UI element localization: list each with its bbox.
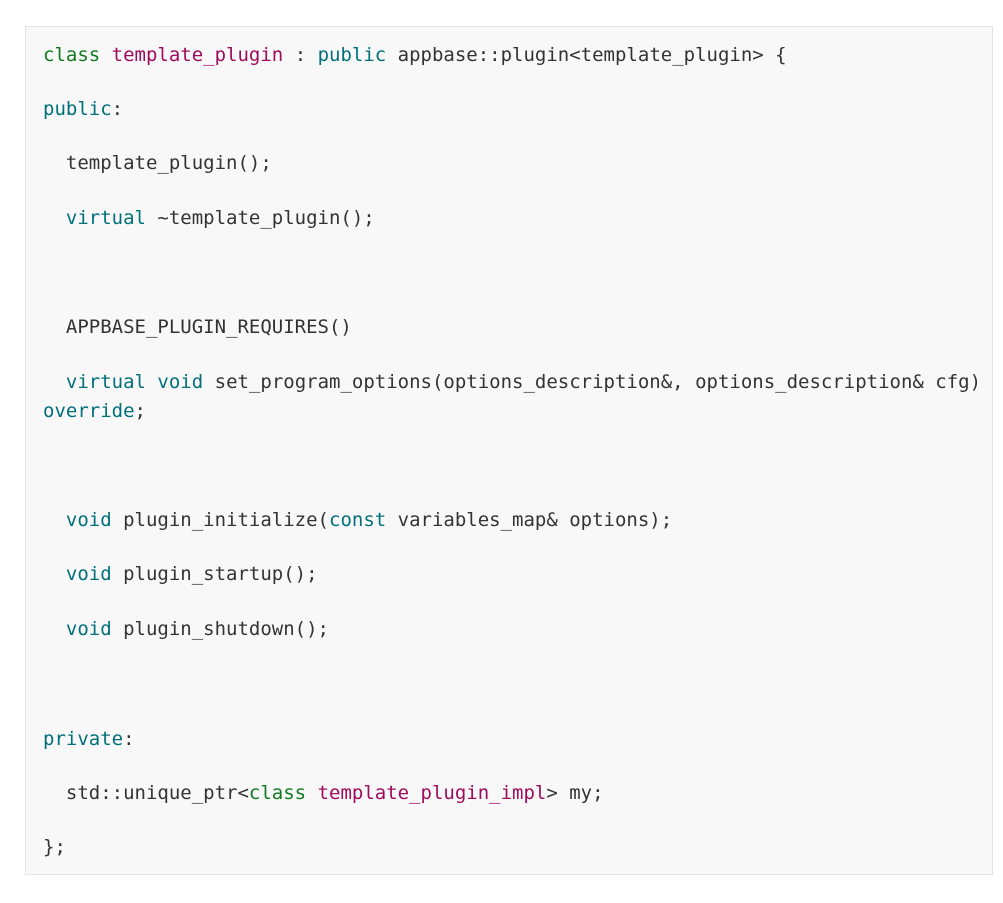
keyword-virtual: virtual [65,371,146,393]
code-text: : [111,98,124,120]
code-indent [43,563,66,585]
code-space [146,371,157,393]
code-text: set_program_options(options_description&… [203,371,982,393]
code-text: APPBASE_PLUGIN_REQUIRES() [43,316,352,338]
code-text: }; [43,836,66,858]
code-text: plugin_shutdown(); [111,618,329,640]
keyword-private: private [43,728,124,750]
code-line-public-section: public: [43,95,123,123]
code-line-plugin-shutdown: void plugin_shutdown(); [43,615,329,643]
keyword-public: public [317,44,387,66]
code-indent [43,509,66,531]
code-text: variables_map& options); [386,509,673,531]
code-line-set-program-options: virtual void set_program_options(options… [43,368,981,396]
code-indent [43,207,66,229]
code-line-closing-brace: }; [43,833,66,861]
code-line-unique-ptr: std::unique_ptr<class template_plugin_im… [43,779,604,807]
code-line-private-section: private: [43,725,135,753]
keyword-void: void [65,509,112,531]
code-text: : [283,44,318,66]
code-text: : [123,728,135,750]
code-indent [43,618,66,640]
keyword-override: override [43,400,135,422]
code-line-class-declaration: class template_plugin : public appbase::… [43,41,787,69]
code-line-constructor: template_plugin(); [43,149,272,177]
code-space [306,782,317,804]
code-text: appbase::plugin<template_plugin> { [386,44,787,66]
code-text: template_plugin(); [43,152,272,174]
code-text: std::unique_ptr< [43,782,249,804]
code-line-plugin-initialize: void plugin_initialize(const variables_m… [43,506,672,534]
class-name: template_plugin_impl [317,782,547,804]
code-text: > my; [546,782,604,804]
code-line-destructor: virtual ~template_plugin(); [43,204,375,232]
code-line-plugin-requires: APPBASE_PLUGIN_REQUIRES() [43,313,352,341]
keyword-public: public [43,98,112,120]
keyword-virtual: virtual [65,207,146,229]
keyword-void: void [65,563,112,585]
code-text: ~template_plugin(); [145,207,375,229]
code-text: plugin_initialize( [111,509,329,531]
keyword-const: const [329,509,387,531]
code-block: class template_plugin : public appbase::… [25,26,993,875]
class-name: template_plugin [111,44,284,66]
keyword-void: void [65,618,112,640]
code-indent [43,371,66,393]
keyword-class: class [43,44,101,66]
code-text: plugin_startup(); [111,563,318,585]
keyword-class: class [248,782,307,804]
code-line-override: override; [43,397,146,425]
code-line-plugin-startup: void plugin_startup(); [43,560,318,588]
keyword-void: void [157,371,204,393]
code-text: ; [134,400,146,422]
